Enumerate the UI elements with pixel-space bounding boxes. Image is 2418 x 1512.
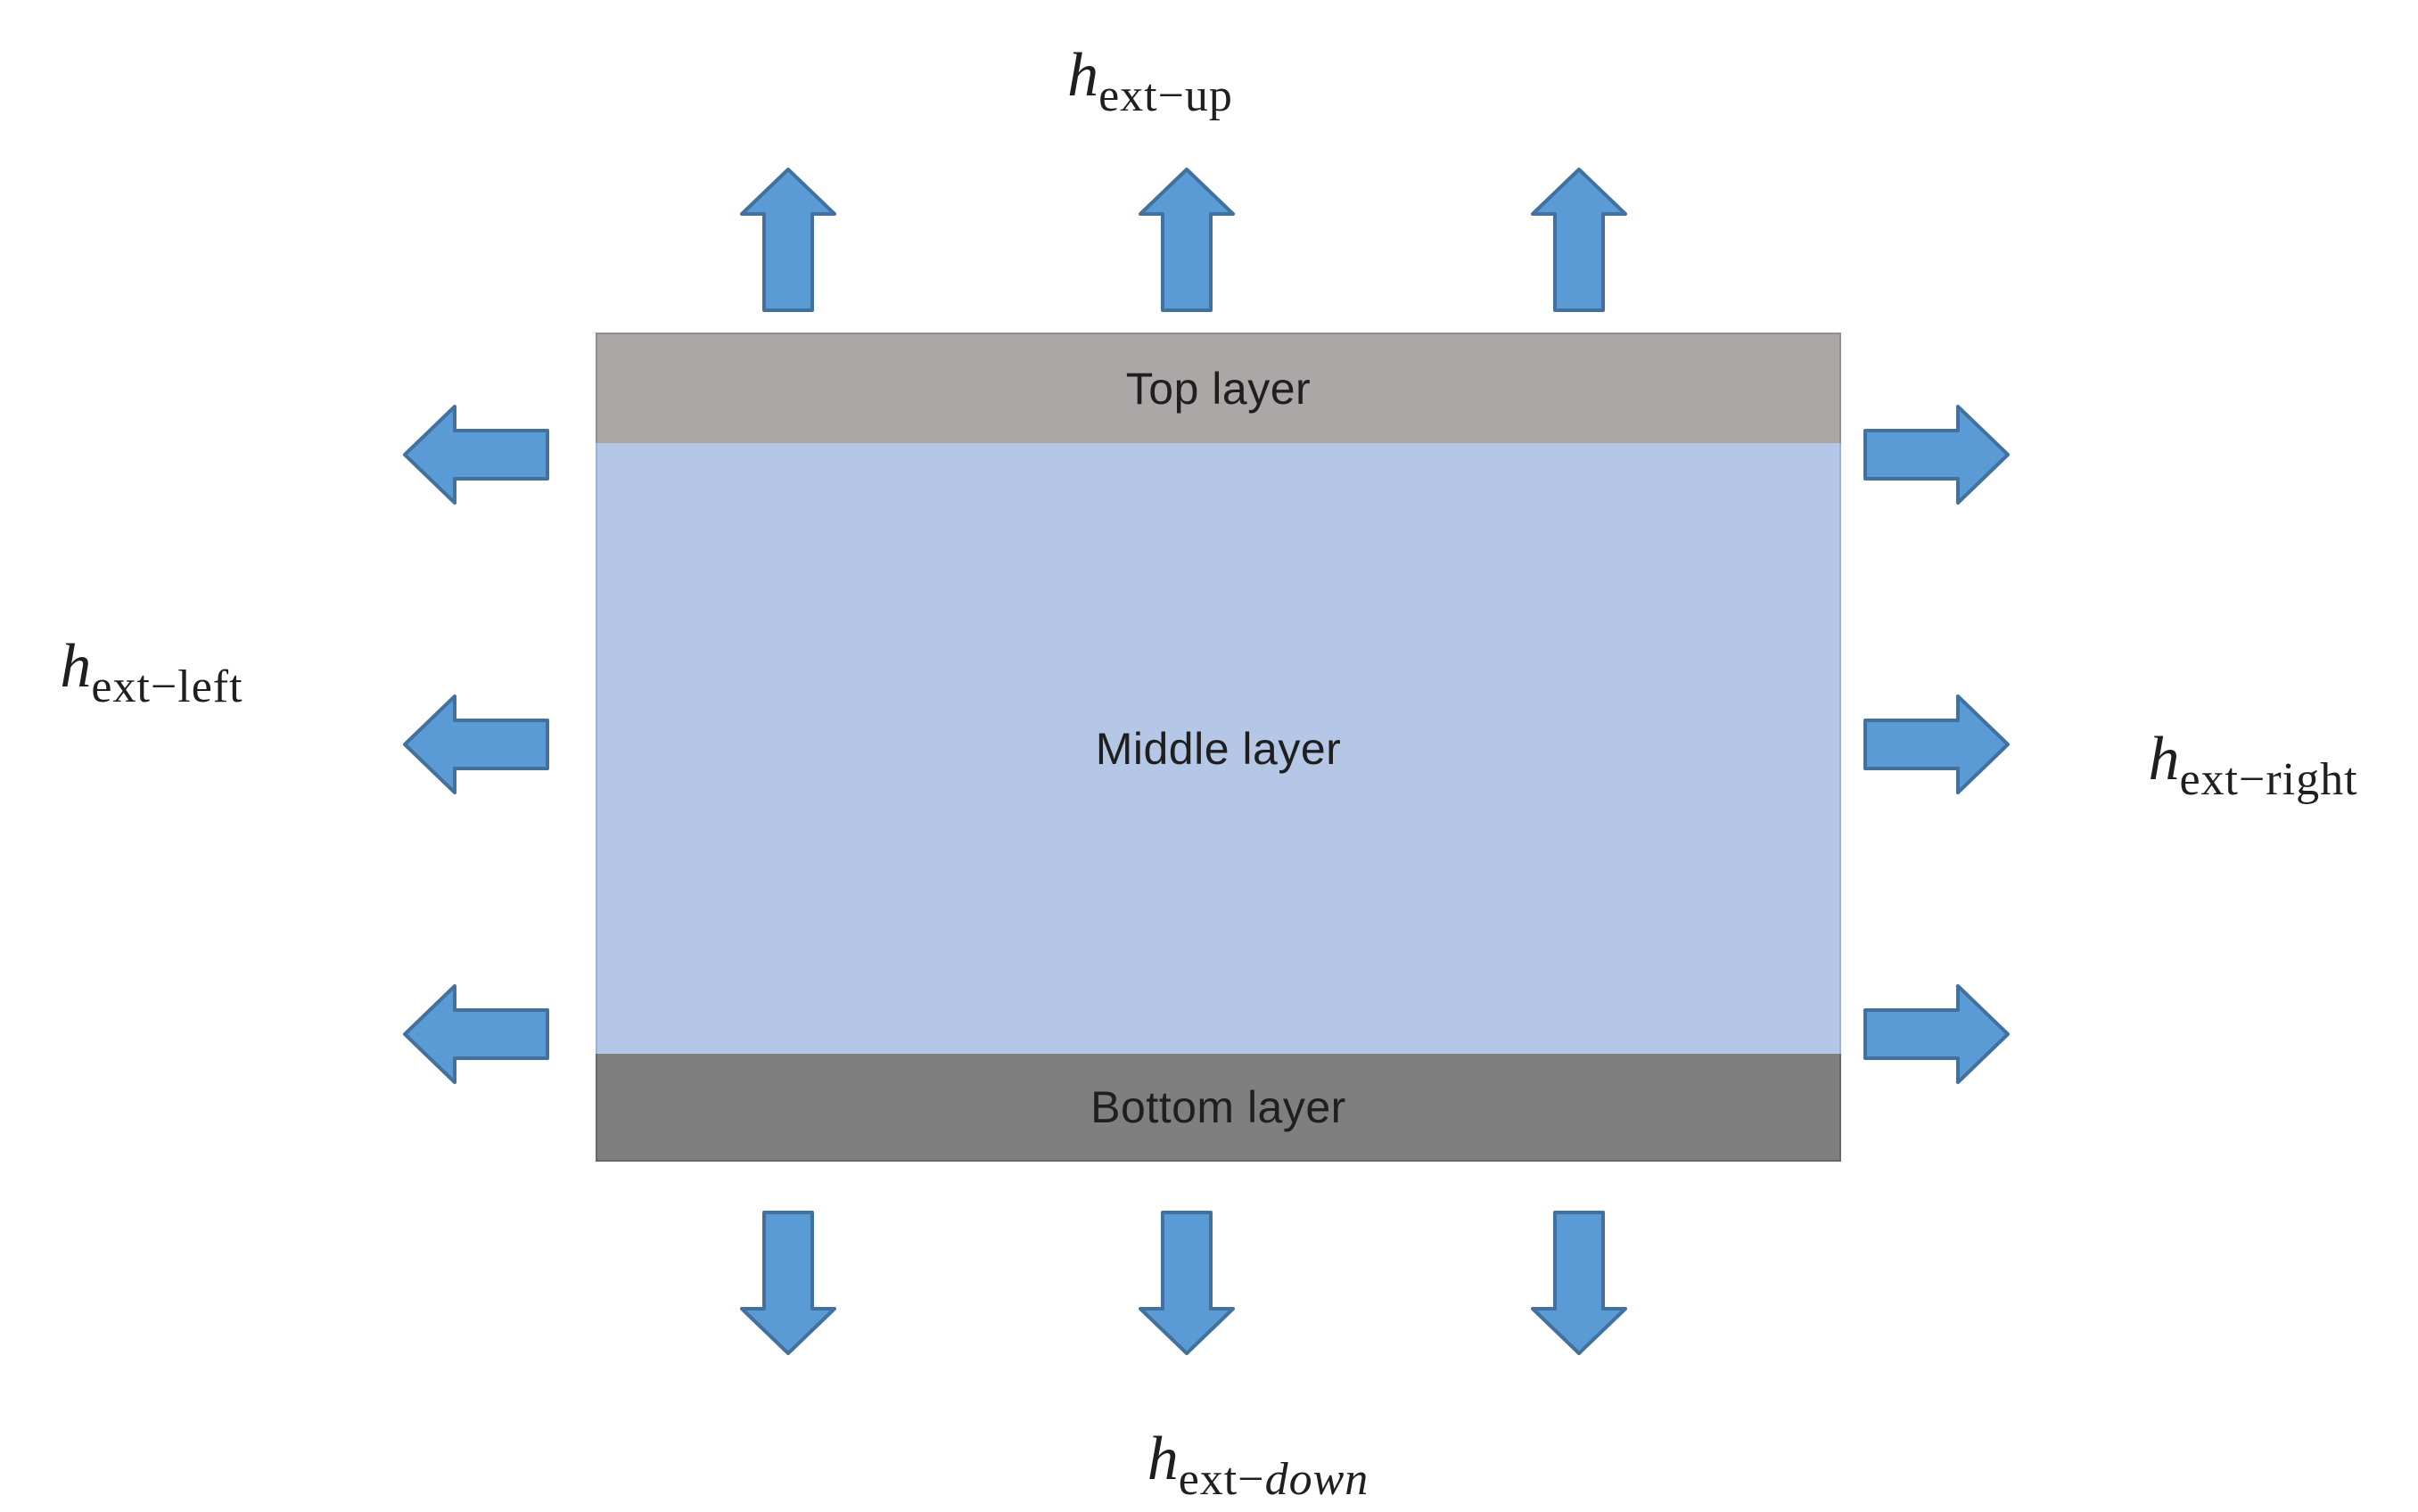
down-arrow-icon xyxy=(740,1211,836,1355)
bottom-layer: Bottom layer xyxy=(596,1054,1841,1162)
middle-layer-label: Middle layer xyxy=(1095,723,1342,774)
down-arrow-icon xyxy=(1531,1211,1627,1355)
up-arrow-icon xyxy=(1531,168,1627,312)
layered-box: Top layer Middle layer Bottom layer xyxy=(596,333,1841,1162)
h-symbol: h xyxy=(1067,41,1099,110)
h-symbol: h xyxy=(60,632,92,701)
down-arrow-icon xyxy=(1139,1211,1235,1355)
label-h-ext-right: hext−right xyxy=(2148,725,2357,803)
bottom-layer-label: Bottom layer xyxy=(1090,1081,1346,1132)
up-arrow-icon xyxy=(740,168,836,312)
label-h-ext-down: hext−down xyxy=(1147,1425,1369,1503)
right-arrow-icon xyxy=(1863,984,2010,1084)
right-arrow-icon xyxy=(1863,694,2010,794)
middle-layer: Middle layer xyxy=(596,443,1841,1054)
h-subscript: ext−left xyxy=(91,662,243,712)
label-h-ext-left: hext−left xyxy=(60,636,243,711)
right-arrow-icon xyxy=(1863,405,2010,505)
top-layer-label: Top layer xyxy=(1125,364,1312,414)
h-subscript: ext−right xyxy=(2179,754,2358,805)
top-layer: Top layer xyxy=(596,333,1841,443)
label-h-ext-up: hext−up xyxy=(1067,45,1233,119)
left-arrow-icon xyxy=(403,694,549,794)
left-arrow-icon xyxy=(403,984,549,1084)
h-subscript: ext−up xyxy=(1098,70,1233,121)
h-subscript-italic: down xyxy=(1264,1454,1369,1505)
h-symbol: h xyxy=(1147,1425,1179,1493)
h-subscript-roman: ext− xyxy=(1178,1454,1265,1505)
h-symbol: h xyxy=(2148,725,2180,793)
up-arrow-icon xyxy=(1139,168,1235,312)
left-arrow-icon xyxy=(403,405,549,505)
h-subscript: ext−down xyxy=(1179,1454,1369,1505)
